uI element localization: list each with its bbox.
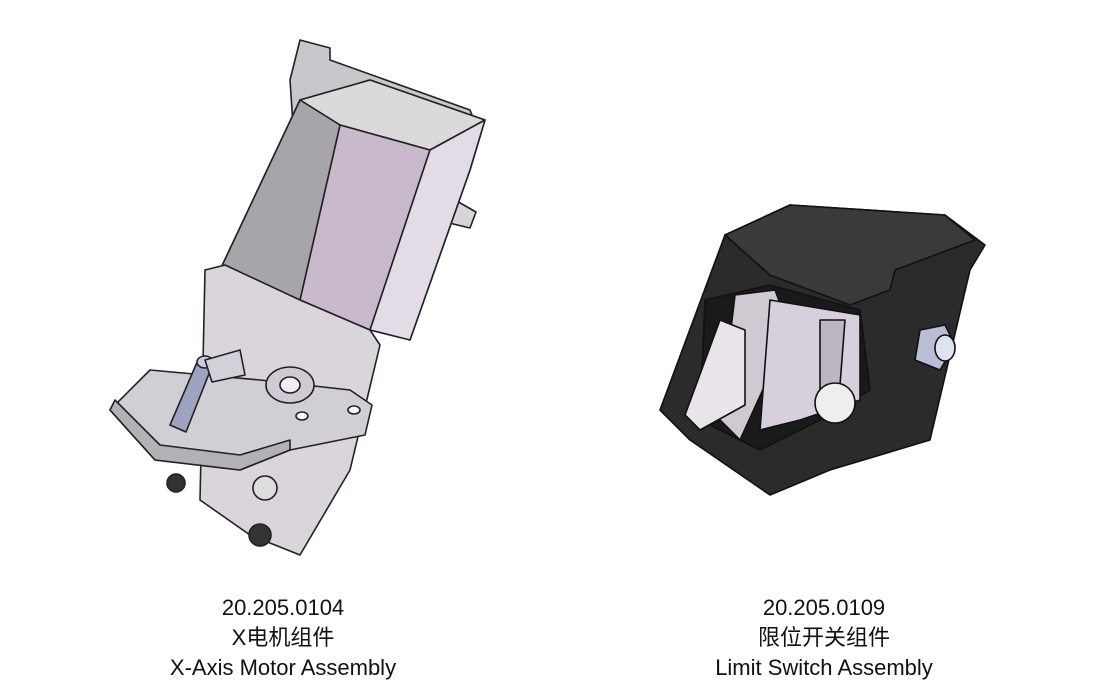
- limit-switch-assembly-image: [659, 204, 986, 496]
- part-number: 20.205.0104: [221, 595, 345, 620]
- limit-switch-caption: 20.205.0109 限位开关组件 Limit Switch Assembly: [624, 593, 1024, 683]
- part-name-chinese: 限位开关组件: [757, 625, 890, 650]
- part-name-english: X-Axis Motor Assembly: [169, 655, 397, 680]
- part-number: 20.205.0109: [762, 595, 886, 620]
- part-name-english: Limit Switch Assembly: [715, 655, 933, 680]
- x-axis-motor-caption: 20.205.0104 X电机组件 X-Axis Motor Assembly: [83, 593, 483, 683]
- x-axis-motor-assembly-image: [109, 39, 486, 556]
- part-name-chinese: X电机组件: [231, 625, 335, 650]
